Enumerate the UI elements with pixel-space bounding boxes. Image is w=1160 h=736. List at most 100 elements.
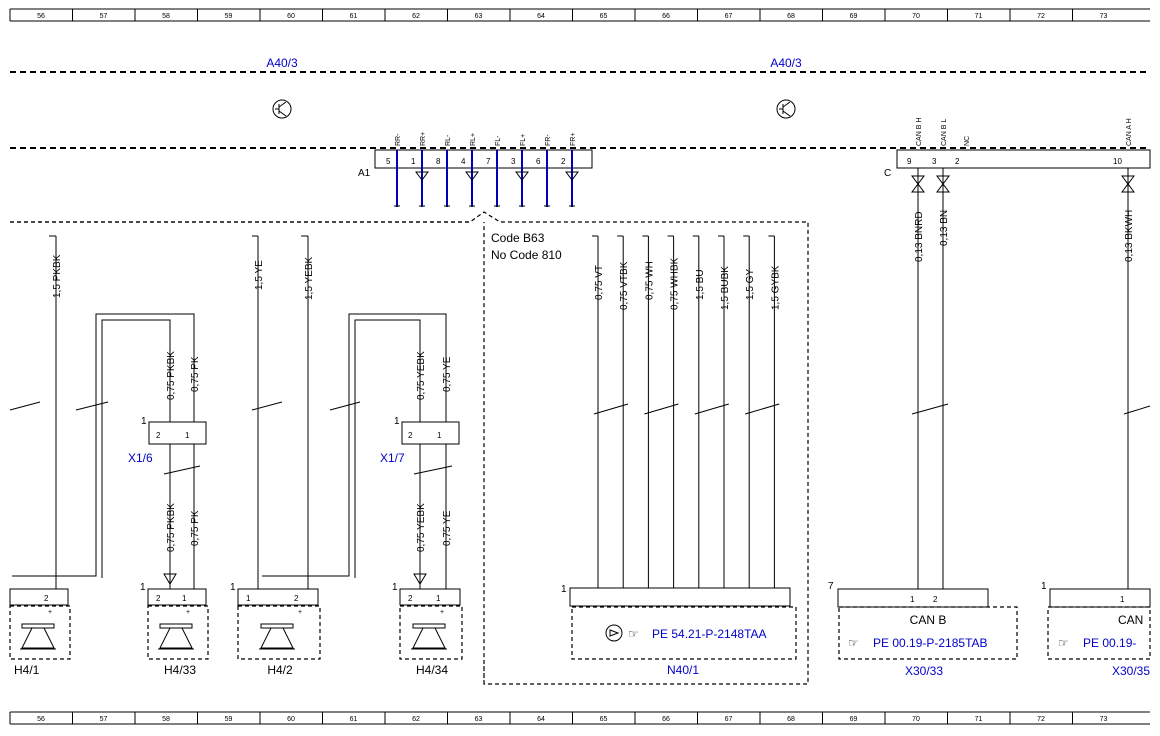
pin-number: 1	[185, 431, 190, 440]
wire-label: 1,5 YE	[254, 260, 265, 290]
ruler-cell: 62	[412, 13, 420, 20]
pin-number: 6	[536, 157, 541, 166]
pin-number: 1	[910, 595, 915, 604]
pin-number: 2	[156, 431, 161, 440]
ruler-cell: 72	[1037, 13, 1045, 20]
wire-label: 0,75 YEBK	[416, 351, 427, 400]
pin-signal: RR-	[395, 133, 402, 146]
pin-number: 7	[828, 581, 834, 592]
speaker-icon	[411, 623, 447, 650]
ruler-cell: 56	[37, 13, 45, 20]
connector-x17: 0,75 YEBK 0,75 YE 1 2 1 X1/7 0,75 YEBK 0…	[380, 340, 460, 590]
ruler-cell: 66	[662, 13, 670, 20]
pin-number: 1	[230, 582, 236, 593]
pin-signal: RR+	[420, 132, 427, 146]
harness-boundary	[10, 211, 809, 685]
pin-signal: CAN A H	[1126, 118, 1133, 146]
pin-number: 2	[44, 594, 49, 603]
ruler-cell: 71	[975, 716, 983, 723]
pin-number: 1	[561, 584, 567, 595]
ruler-cell: 70	[912, 716, 920, 723]
wire-label: 0,75 PK	[190, 356, 201, 392]
ruler-cell: 59	[225, 13, 233, 20]
ruler-cell: 69	[850, 716, 858, 723]
pin-number: 2	[933, 595, 938, 604]
wire-label: 0,75 VTBK	[619, 261, 630, 310]
wire-label: 1,5 YEBK	[304, 256, 315, 300]
ruler-cell: 57	[100, 13, 108, 20]
can-b-label: CAN B	[910, 613, 947, 627]
pin-number: 1	[182, 594, 187, 603]
pin-number: 2	[156, 594, 161, 603]
transistor-icon	[272, 99, 292, 119]
ruler-cell: 63	[475, 13, 483, 20]
n40-reference-link[interactable]: PE 54.21-P-2148TAA	[652, 627, 767, 641]
canb-reference-link[interactable]: PE 00.19-P-2185TAB	[873, 636, 988, 650]
pin-signal: RL-	[445, 134, 452, 146]
ruler-cell: 60	[287, 716, 295, 723]
pin-number: 1	[437, 431, 442, 440]
wire-label: 0,75 VT	[594, 265, 605, 300]
x3033-label: X30/33	[905, 664, 943, 678]
ruler-cell: 64	[537, 13, 545, 20]
x17-label: X1/7	[380, 451, 405, 465]
ruler-cell: 60	[287, 13, 295, 20]
wire-label: 0,75 PK	[190, 510, 201, 546]
wire-label: 0,75 YE	[442, 510, 453, 546]
ruler-cell: 59	[225, 716, 233, 723]
pin-signal: NC	[964, 136, 971, 146]
pin-number: 1	[1120, 595, 1125, 604]
cana-reference-link[interactable]: PE 00.19-	[1083, 636, 1136, 650]
ruler-cell: 62	[412, 716, 420, 723]
pin-number: 1	[1041, 581, 1047, 592]
ruler-cell: 65	[600, 716, 608, 723]
component-x3035: 1 1 CAN ☞ PE 00.19- X30/35	[1041, 581, 1151, 678]
transistor-icon	[776, 99, 796, 119]
ruler-cell: 68	[787, 13, 795, 20]
pin-number: 2	[408, 594, 413, 603]
pin-number: 2	[561, 157, 566, 166]
pin-number: 1	[141, 416, 147, 427]
ruler-cell: 72	[1037, 716, 1045, 723]
ruler-cell: 63	[475, 716, 483, 723]
a40-label-right: A40/3	[770, 56, 802, 70]
connector-a1-label: A1	[358, 168, 371, 179]
ruler-cell: 71	[975, 13, 983, 20]
pin-number: 5	[386, 157, 391, 166]
left-wiring: 1,5 PKBK 1,5 YE 1,5 YEBK	[9, 235, 447, 592]
pin-number: 1	[411, 157, 416, 166]
connector-c-label: C	[884, 168, 891, 179]
amplifier-icon	[605, 624, 623, 642]
ruler-cell: 56	[37, 716, 45, 723]
pin-number: 7	[486, 157, 491, 166]
connector-a1: A1 RR-5RR+1RL-8RL+4FL-7FL+3FR-6FR+2	[358, 132, 593, 207]
speaker-label: H4/34	[416, 663, 448, 677]
pin-signal: FR-	[545, 134, 552, 146]
pin-number: 2	[408, 431, 413, 440]
pin-number: 1	[436, 594, 441, 603]
pin-number: 2	[955, 157, 960, 166]
speaker-component: 2+H4/1	[9, 588, 71, 677]
ruler-cell: 61	[350, 716, 358, 723]
pin-number: 1	[140, 582, 146, 593]
pin-polarity: +	[48, 609, 52, 616]
hand-pointer-icon: ☞	[848, 636, 859, 650]
wire-label: 1,5 BUBK	[720, 266, 731, 310]
wire-label: 0,75 PKBK	[166, 503, 177, 552]
wire-label: 0,13 BKWH	[1124, 210, 1135, 262]
pin-signal: RL+	[470, 133, 477, 146]
component-x3033: 7 1 2 CAN B ☞ PE 00.19-P-2185TAB X30/33	[828, 581, 1018, 678]
wire-label: 0,75 WHBK	[670, 257, 681, 310]
a40-label-left: A40/3	[266, 56, 298, 70]
ruler-cell: 68	[787, 716, 795, 723]
pin-signal: CAN B H	[916, 118, 923, 146]
wire-label: 1,5 GY	[745, 269, 756, 300]
pin-number: 10	[1113, 157, 1122, 166]
ruler-cell: 70	[912, 13, 920, 20]
pin-polarity: +	[298, 609, 302, 616]
n40-wiring: 0,75 VT220,75 VTBK100,75 WH300,75 WHBK25…	[584, 235, 781, 603]
